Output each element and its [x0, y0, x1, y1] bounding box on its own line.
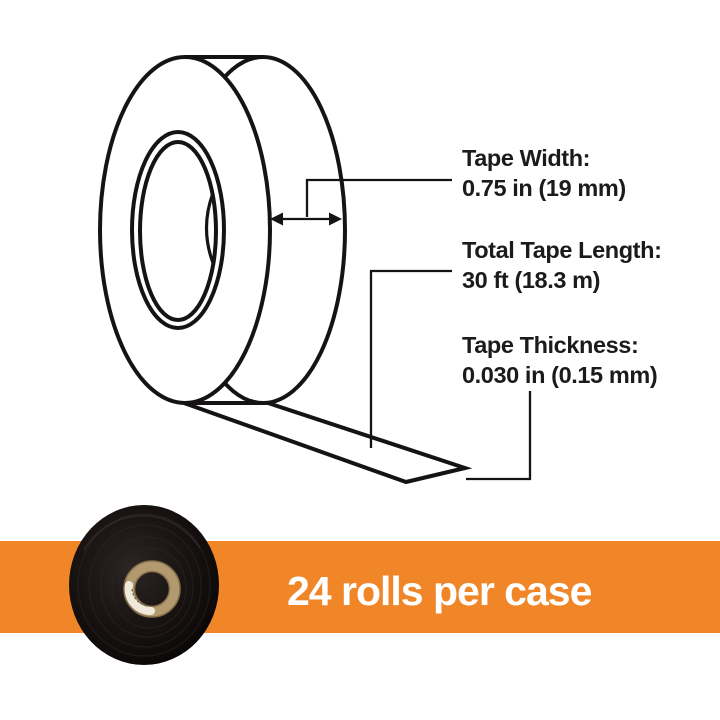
core-label-band	[124, 581, 155, 616]
thickness-callout-line	[466, 391, 532, 481]
core-inner-edge	[133, 570, 171, 608]
spec-label: Total Tape Length:	[462, 237, 662, 263]
banner-text: 24 rolls per case	[287, 567, 592, 614]
spec-tape-width: Tape Width: 0.75 in (19 mm)	[462, 143, 626, 203]
spec-value: 30 ft (18.3 m)	[462, 267, 601, 293]
core-outer-edge	[123, 560, 181, 618]
roll-highlight	[83, 514, 201, 551]
spec-label: Tape Thickness:	[462, 332, 639, 358]
spec-value: 0.75 in (19 mm)	[462, 175, 626, 201]
core-back-edge	[204, 192, 215, 264]
width-callout-line	[305, 178, 452, 217]
length-callout-line	[369, 269, 452, 448]
roll-photo-face	[69, 505, 219, 665]
width-arrow-icon	[270, 212, 342, 226]
spec-value: 0.030 in (0.15 mm)	[462, 362, 658, 388]
core-label-print	[131, 588, 149, 607]
core-inner-ring	[138, 140, 218, 322]
spec-total-tape-length: Total Tape Length: 30 ft (18.3 m)	[462, 235, 662, 295]
tape-wrap-rings	[77, 513, 211, 657]
spec-label: Tape Width:	[462, 145, 591, 171]
spec-tape-thickness: Tape Thickness: 0.030 in (0.15 mm)	[462, 330, 658, 390]
tape-strip	[183, 401, 473, 485]
